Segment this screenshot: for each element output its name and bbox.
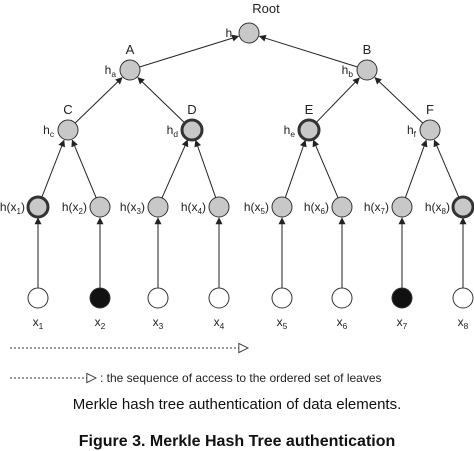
hash-leaf-node — [391, 196, 413, 218]
hash-label-e: he — [284, 123, 296, 139]
hash-label-c: hc — [43, 123, 54, 139]
tree-edge — [161, 139, 189, 199]
tree-nodes — [26, 22, 474, 309]
node-letter-e: E — [305, 102, 314, 117]
data-leaf-label: x1 — [33, 315, 44, 331]
data-leaf-label: x5 — [277, 315, 288, 331]
data-leaf-node — [452, 287, 474, 309]
tree-edge — [71, 139, 97, 198]
tree-edge — [374, 77, 424, 124]
data-leaf-node — [331, 287, 353, 309]
data-leaf-node — [391, 287, 413, 309]
hash-leaf-node — [271, 196, 293, 218]
data-leaf-label: x3 — [153, 315, 164, 331]
tree-edge — [284, 139, 307, 198]
tree-labels: hr ha Ahb Bhc Chd Dhe Ehf F Root h(x1) h(x2) h(x3) h… — [0, 1, 469, 331]
data-leaf-node — [27, 287, 49, 309]
hash-label-b: hb — [342, 63, 354, 79]
data-leaf-node — [271, 287, 293, 309]
data-leaf-label: x6 — [337, 315, 348, 331]
node-letter-a: A — [126, 42, 135, 57]
hash-leaf-label: h(x6) — [304, 200, 329, 216]
tree-edge — [41, 139, 65, 198]
tree-node-r — [238, 22, 260, 44]
tree-edge — [258, 34, 358, 68]
tree-node-b — [356, 59, 378, 81]
tree-edge — [139, 34, 240, 68]
hash-leaf-label: h(x4) — [181, 200, 206, 216]
node-letter-c: C — [63, 102, 72, 117]
figure-caption: Merkle hash tree authentication of data … — [72, 396, 402, 413]
hash-label-a: ha — [105, 63, 117, 79]
figure-title: Figure 3. Merkle Hash Tree authenticatio… — [78, 433, 396, 450]
legend-text: : the sequence of access to the ordered … — [100, 371, 382, 385]
hash-leaf-label: h(x7) — [364, 200, 389, 216]
node-letter-f: F — [426, 102, 434, 117]
data-leaf-label: x4 — [214, 315, 225, 331]
tree-node-c — [57, 119, 79, 141]
data-leaf-label: x7 — [397, 315, 408, 331]
hash-label-d: hd — [167, 123, 179, 139]
hash-leaf-label: h(x1) — [0, 200, 25, 216]
data-leaf-node — [89, 287, 111, 309]
hash-leaf-label: h(x3) — [120, 200, 145, 216]
hash-leaf-node — [331, 196, 353, 218]
tree-edge — [433, 139, 460, 199]
data-leaf-node — [147, 287, 169, 309]
hash-leaf-label: h(x8) — [425, 200, 450, 216]
hash-leaf-node — [26, 195, 50, 219]
tree-edge — [194, 139, 217, 198]
hash-leaf-label: h(x5) — [244, 200, 269, 216]
tree-edge — [137, 77, 186, 124]
hash-leaf-node — [147, 196, 169, 218]
hash-leaf-node — [451, 195, 474, 219]
root-label: Root — [252, 1, 280, 16]
node-letter-b: B — [363, 42, 372, 57]
hash-leaf-node — [208, 196, 230, 218]
tree-node-e — [297, 118, 321, 142]
data-leaf-label: x8 — [458, 315, 469, 331]
tree-edge — [74, 77, 123, 124]
data-leaf-label: x2 — [95, 315, 106, 331]
hash-leaf-label: h(x2) — [62, 200, 87, 216]
data-leaf-node — [208, 287, 230, 309]
hash-leaf-node — [89, 196, 111, 218]
hash-label-f: hf — [407, 123, 417, 139]
tree-edge — [312, 139, 339, 199]
tree-node-a — [119, 59, 141, 81]
tree-edge — [315, 77, 360, 124]
tree-edge — [404, 139, 428, 198]
hash-label-r: hr — [226, 26, 236, 42]
node-letter-d: D — [187, 102, 196, 117]
tree-node-f — [419, 119, 441, 141]
tree-edges — [34, 34, 467, 288]
tree-node-d — [180, 118, 204, 142]
